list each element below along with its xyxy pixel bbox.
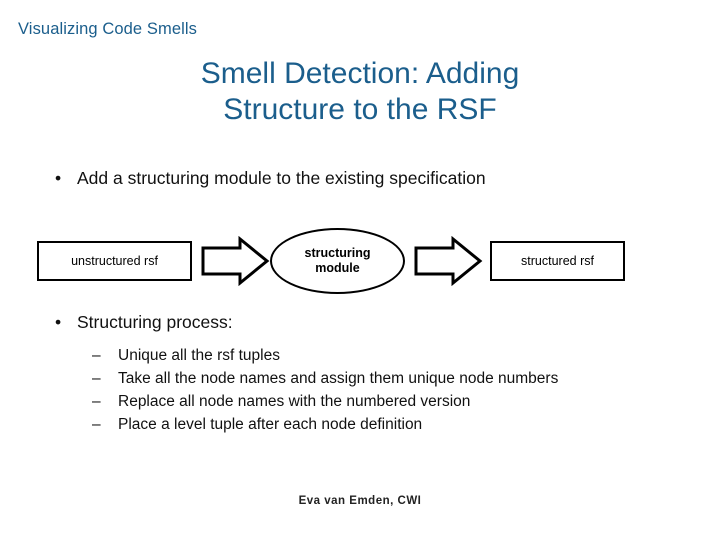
diagram-box-unstructured-rsf: unstructured rsf xyxy=(37,241,192,281)
page-title: Smell Detection: Adding Structure to the… xyxy=(60,56,660,128)
list-item: –Unique all the rsf tuples xyxy=(88,344,648,367)
arrow-right-icon-2 xyxy=(413,235,483,287)
dash-marker-icon: – xyxy=(92,370,101,387)
list-item-label: Replace all node names with the numbered… xyxy=(118,393,471,410)
diagram-box-unstructured-rsf-label: unstructured rsf xyxy=(71,254,158,268)
diagram-ellipse-structuring-module: structuring module xyxy=(270,228,405,294)
list-item: –Take all the node names and assign them… xyxy=(88,367,648,390)
diagram-ellipse-structuring-module-label: structuring module xyxy=(305,246,371,276)
dash-marker-icon: – xyxy=(92,347,101,364)
bullet-marker-icon: • xyxy=(55,168,62,188)
diagram-box-structured-rsf: structured rsf xyxy=(490,241,625,281)
list-item-label: Unique all the rsf tuples xyxy=(118,347,280,364)
list-item-label: Take all the node names and assign them … xyxy=(118,370,559,387)
diagram-ellipse-label-line-1: structuring xyxy=(304,246,371,260)
slide-header-label: Visualizing Code Smells xyxy=(18,20,197,38)
diagram-box-structured-rsf-label: structured rsf xyxy=(521,254,594,268)
list-item: –Place a level tuple after each node def… xyxy=(88,413,648,436)
list-item: –Replace all node names with the numbere… xyxy=(88,390,648,413)
page-title-line-2: Structure to the RSF xyxy=(223,93,497,126)
diagram-ellipse-label-line-2: module xyxy=(315,261,360,275)
bullet-item-2: • Structuring process: xyxy=(55,312,233,333)
sub-list: –Unique all the rsf tuples –Take all the… xyxy=(88,344,648,436)
bullet-item-2-label: Structuring process: xyxy=(77,312,233,332)
dash-marker-icon: – xyxy=(92,393,101,410)
bullet-item-1: • Add a structuring module to the existin… xyxy=(55,168,486,189)
page-title-line-1: Smell Detection: Adding xyxy=(200,57,520,90)
slide-footer: Eva van Emden, CWI xyxy=(298,495,422,507)
dash-marker-icon: – xyxy=(92,416,101,433)
arrow-right-icon-1 xyxy=(200,235,270,287)
bullet-item-1-label: Add a structuring module to the existing… xyxy=(77,168,486,188)
bullet-marker-icon-2: • xyxy=(55,312,62,332)
list-item-label: Place a level tuple after each node defi… xyxy=(118,416,423,433)
structuring-process-diagram: unstructured rsf structuring module stru… xyxy=(0,228,720,300)
